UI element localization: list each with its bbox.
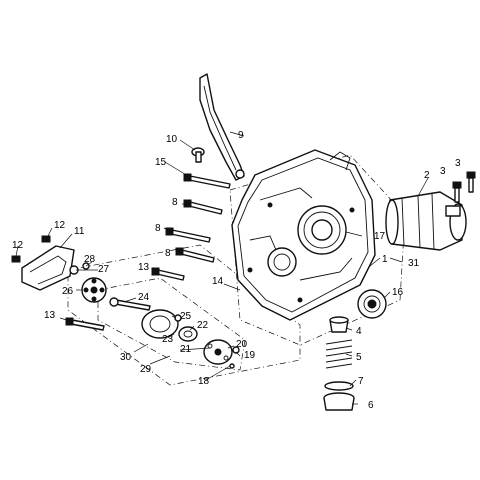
callout-18: 18	[198, 376, 210, 387]
callout-8c: 8	[165, 248, 171, 259]
assembly-outline-31	[229, 154, 406, 346]
callout-6: 6	[368, 400, 374, 411]
callout-8a: 8	[172, 197, 178, 208]
callout-23: 23	[162, 334, 174, 345]
callout-3a: 3	[440, 166, 446, 177]
callout-10: 10	[166, 134, 178, 145]
callout-27: 27	[98, 264, 110, 275]
callout-20: 20	[236, 339, 248, 350]
callout-31: 31	[408, 258, 420, 269]
callout-22: 22	[197, 320, 209, 331]
callout-19: 19	[244, 350, 256, 361]
assembly-outline-29	[97, 277, 246, 371]
callout-24: 24	[138, 292, 150, 303]
starter-screws	[452, 171, 476, 203]
callout-9: 9	[238, 130, 244, 141]
callout-4: 4	[356, 326, 362, 337]
callout-26: 26	[62, 286, 74, 297]
callout-3b: 3	[455, 158, 461, 169]
oil-pump-gear	[69, 262, 107, 303]
callout-12a: 12	[54, 220, 66, 231]
chain-guide-part	[199, 73, 245, 181]
callout-21: 21	[180, 344, 192, 355]
long-bolts	[65, 173, 231, 331]
callout-1: 1	[382, 254, 388, 265]
callout-12b: 12	[12, 240, 24, 251]
bearing-part	[357, 289, 387, 319]
callout-29: 29	[140, 364, 152, 375]
callout-13a: 13	[138, 262, 150, 273]
callout-15: 15	[155, 157, 167, 168]
callout-7: 7	[358, 376, 364, 387]
crankcase-part	[231, 149, 376, 321]
callout-30: 30	[120, 352, 132, 363]
assembly-outline-30	[67, 244, 301, 386]
oil-filter-stack	[323, 316, 355, 411]
callout-5: 5	[356, 352, 362, 363]
callout-8b: 8	[155, 223, 161, 234]
callout-17: 17	[374, 231, 386, 242]
callout-13b: 13	[44, 310, 56, 321]
leader-lines	[15, 131, 429, 405]
callout-25: 25	[180, 311, 192, 322]
callout-14: 14	[212, 276, 224, 287]
bolt-part-10	[191, 147, 205, 163]
callout-28: 28	[84, 254, 96, 265]
callout-11: 11	[74, 226, 85, 237]
callout-2: 2	[424, 170, 430, 181]
side-cover-part	[11, 235, 75, 291]
callout-16: 16	[392, 287, 404, 298]
starter-motor-part	[385, 191, 467, 251]
